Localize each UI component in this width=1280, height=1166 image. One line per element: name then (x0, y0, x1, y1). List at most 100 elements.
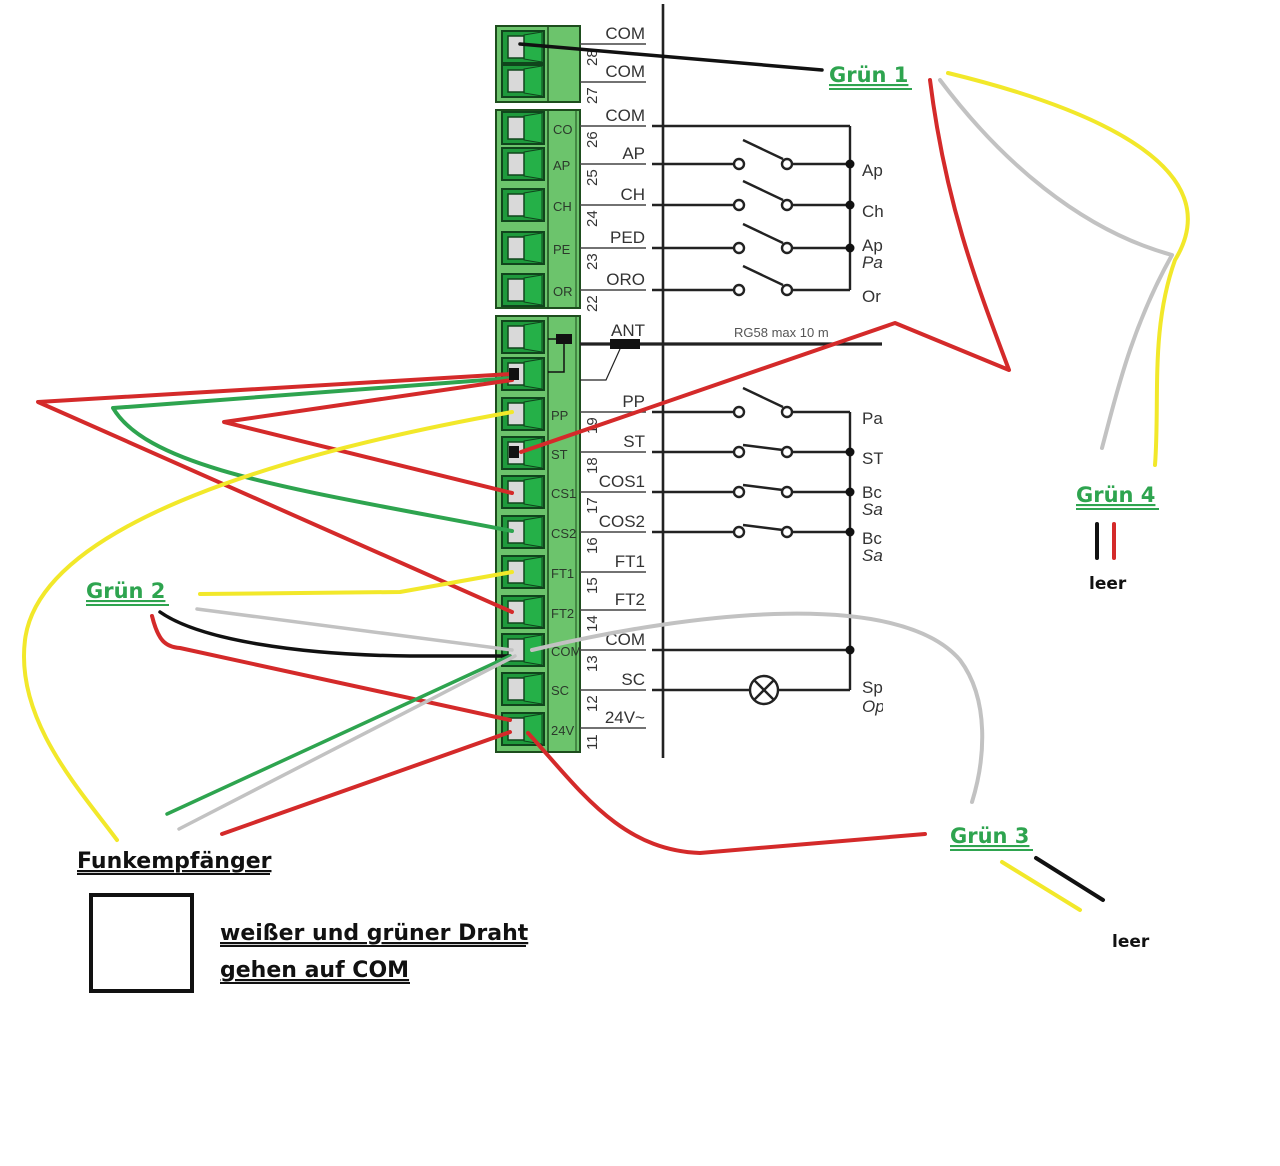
wire-end-dot (509, 368, 519, 380)
screw-terminal (501, 147, 545, 181)
terminal-name-label: AP (622, 144, 645, 163)
screw-terminal (501, 555, 545, 589)
terminal-number-label: 27 (584, 87, 601, 104)
screw-terminal (501, 672, 545, 706)
wire-green-ant-cs2 (111, 376, 514, 533)
wire-black-gruen3-leer (1034, 856, 1105, 902)
wire-red-funk (220, 730, 512, 836)
screw-terminal (501, 320, 545, 354)
switch-contact (780, 157, 794, 171)
note-line-2: gehen auf COM (220, 958, 409, 983)
switch-contact (780, 405, 794, 419)
wire-black-gruen1 (518, 42, 824, 72)
switch-contact (732, 445, 746, 459)
terminal-name-label: COM (605, 24, 645, 43)
pin-label: ST (551, 447, 568, 462)
side-label: ST (862, 449, 884, 468)
switch-contact (732, 485, 746, 499)
terminal-number-label: 11 (584, 734, 601, 750)
pin-label: FT2 (551, 606, 574, 621)
switch-lever (742, 523, 784, 532)
screw-terminal (501, 515, 545, 549)
wire-yellow-gruen2 (198, 570, 514, 596)
pin-label: CH (553, 199, 572, 214)
label-gruen-4: Grün 4 (1076, 483, 1155, 507)
label-gruen-3: Grün 3 (950, 824, 1029, 848)
switch-contact (732, 198, 746, 212)
screw-terminal (501, 30, 545, 64)
switch-lever (742, 264, 784, 287)
switch-lever (742, 386, 784, 409)
side-label-sub: Op (862, 697, 885, 716)
pin-label: CO (553, 122, 573, 137)
terminal-number-label: 16 (584, 537, 601, 554)
switch-contact (732, 241, 746, 255)
wires (21, 42, 1190, 912)
screw-terminal (501, 188, 545, 222)
pin-label: SC (551, 683, 569, 698)
wire-red-gruen3 (526, 731, 927, 855)
junction-dot (845, 200, 855, 210)
switch-lever (742, 179, 784, 202)
terminal-number-label: 22 (584, 295, 601, 312)
wire-black-gruen2 (158, 610, 512, 658)
terminal-name-label: FT1 (615, 552, 645, 571)
switch-contact (780, 525, 794, 539)
switch-contact (780, 198, 794, 212)
side-label: Ch (862, 202, 884, 221)
wire-green-funk (165, 654, 512, 816)
wire-red-gruen2 (150, 614, 512, 722)
junction-dot (845, 487, 855, 497)
terminal-number-label: 12 (584, 695, 601, 712)
switch-contact (732, 157, 746, 171)
label-funkempfaenger: Funkempfänger (77, 849, 272, 874)
terminal-name-label: CH (620, 185, 645, 204)
pin-label: PE (553, 242, 571, 257)
wire-yellow-pp (21, 410, 514, 842)
junction-dot (845, 243, 855, 253)
terminal-name-label: COS2 (599, 512, 645, 531)
pin-label: 24V (551, 723, 574, 738)
wire-end-dot (509, 446, 519, 458)
terminal-name-label: FT2 (615, 590, 645, 609)
switch-contact (780, 445, 794, 459)
terminal-number-label: 26 (584, 131, 601, 148)
wire-gray-gruen2 (195, 607, 514, 652)
terminal-number-label: 24 (584, 210, 601, 227)
antenna-cable-label: RG58 max 10 m (734, 325, 829, 340)
side-label-sub: Sa (862, 546, 883, 565)
wire-yellow-gruen3-leer (1000, 860, 1082, 912)
label-leer-gruen-3: leer (1112, 932, 1150, 952)
wire-yellow-gruen1 (946, 71, 1190, 467)
switch-contact (732, 405, 746, 419)
pin-label: PP (551, 408, 568, 423)
terminal-name-label: ST (623, 432, 645, 451)
terminal-name-label: COM (605, 106, 645, 125)
wire-gray-gruen3 (530, 611, 985, 804)
side-label-sub: Pa (862, 253, 883, 272)
terminal-name-label: ORO (606, 270, 645, 289)
pin-label: FT1 (551, 566, 574, 581)
side-label: Ap (862, 236, 883, 255)
side-label: Ap (862, 161, 883, 180)
wire-red-ant-ft2 (36, 372, 514, 614)
schematic: COM28COM27COM26AP25CH24PED23ORO22PP19ST1… (580, 4, 923, 758)
pin-label: CS1 (551, 486, 576, 501)
side-label: Or (862, 287, 881, 306)
label-leer-gruen-4: leer (1089, 574, 1127, 594)
note-line-1: weißer und grüner Draht (220, 921, 529, 946)
terminal-number-label: 17 (584, 497, 601, 514)
label-gruen-1: Grün 1 (829, 63, 908, 87)
junction-dot (845, 527, 855, 537)
pin-label: CS2 (551, 526, 576, 541)
switch-lever (742, 443, 784, 452)
switch-lever (742, 222, 784, 245)
screw-terminal (501, 231, 545, 265)
switch-lever (742, 483, 784, 492)
terminal-name-label: PED (610, 228, 645, 247)
terminal-name-label: PP (622, 392, 645, 411)
switch-contact (732, 525, 746, 539)
pin-label: COM (551, 644, 581, 659)
wire-red-gruen1 (519, 78, 1011, 454)
